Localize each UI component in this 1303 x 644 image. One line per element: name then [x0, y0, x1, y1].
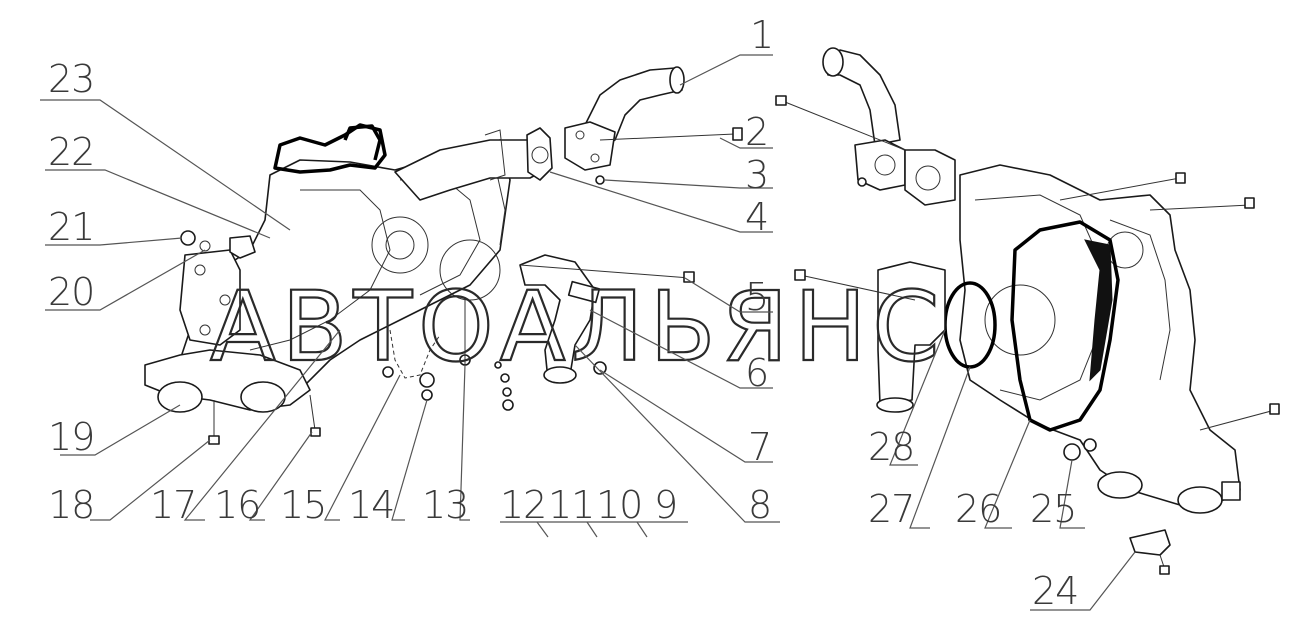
- callout-6: 6: [745, 351, 768, 395]
- callout-2: 2: [745, 110, 768, 154]
- callout-28: 28: [868, 425, 914, 469]
- callout-26: 26: [955, 487, 1001, 531]
- callout-4: 4: [745, 195, 768, 239]
- left-pulley-1: [157, 381, 203, 413]
- callout-10: 10: [596, 483, 642, 527]
- callout-7: 7: [748, 425, 771, 469]
- callout-9: 9: [654, 483, 677, 527]
- right-flange-2: [904, 149, 956, 206]
- gasket-4: [526, 127, 553, 181]
- callout-22: 22: [48, 130, 94, 174]
- watermark: АВТОАЛЬЯНС: [210, 271, 945, 383]
- left-pulley-2: [240, 381, 286, 413]
- plug-21: [180, 230, 196, 246]
- right-pulley-2: [1177, 486, 1223, 514]
- callout-12: 12: [500, 483, 546, 527]
- callout-15: 15: [280, 483, 326, 527]
- right-pulley-1: [1097, 471, 1143, 499]
- callout-19: 19: [48, 415, 94, 459]
- callout-27: 27: [868, 487, 914, 531]
- leader-lines: [40, 54, 1136, 611]
- callout-3: 3: [745, 153, 768, 197]
- right-assembly: [775, 47, 1280, 575]
- plug-25: [1063, 443, 1081, 461]
- gasket-26: [1010, 220, 1120, 432]
- top-gasket: [273, 123, 387, 174]
- callout-18: 18: [48, 483, 94, 527]
- callout-5: 5: [745, 275, 768, 319]
- callout-24: 24: [1032, 569, 1078, 613]
- callout-11: 11: [548, 483, 594, 527]
- callout-14: 14: [348, 483, 394, 527]
- callout-16: 16: [214, 483, 260, 527]
- flange-3: [564, 121, 616, 171]
- callout-13: 13: [422, 483, 468, 527]
- bracket-24: [1129, 529, 1171, 556]
- callout-8: 8: [748, 483, 771, 527]
- left-assembly: [144, 66, 743, 445]
- callout-25: 25: [1030, 487, 1076, 531]
- callout-20: 20: [48, 270, 94, 314]
- gasket-26-fill: [1084, 239, 1113, 382]
- callout-17: 17: [150, 483, 196, 527]
- callout-21: 21: [48, 205, 94, 249]
- right-lower-pipe: [877, 261, 946, 406]
- callout-23: 23: [48, 57, 94, 101]
- callout-numbers: 1 2 3 4 5 6 7 8 9 10 11 12 13 14 15 16 1…: [48, 13, 1079, 613]
- callout-1: 1: [750, 13, 773, 57]
